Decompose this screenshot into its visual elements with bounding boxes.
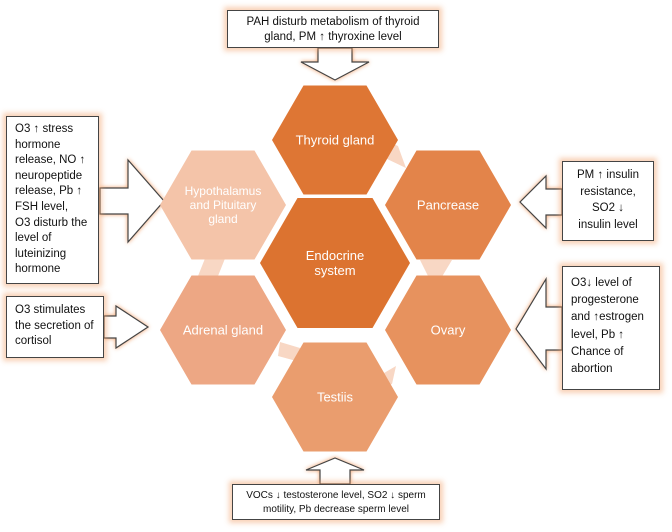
- testis-hexagon: Testiis: [272, 342, 398, 452]
- hypothalamus-effect-line-6: FSH level,: [15, 200, 69, 213]
- arrows-layer: [99, 47, 563, 485]
- hypothalamus-effect-line-1: O3 ↑ stress: [15, 123, 74, 135]
- ovary-effect-line-6: abortion: [571, 363, 613, 376]
- testis-hexagon-shape: [272, 342, 398, 452]
- hypothalamus-effect-line-8: level of: [15, 232, 52, 245]
- ovary-effect-line-3: and ↑estrogen: [571, 311, 644, 324]
- thyroid-hexagon-shape: [272, 85, 398, 195]
- arrow-hypothalamus: [99, 158, 165, 244]
- ovary-hexagon-shape: [385, 275, 511, 385]
- testis-effect-line-2: motility, Pb decrease sperm level: [263, 504, 409, 515]
- arrow-pancreas: [519, 174, 563, 230]
- ovary-effect-line-5: Chance of: [571, 345, 624, 358]
- adrenal-hexagon-shape: [160, 275, 286, 385]
- ovary-label-line-1: Ovary: [431, 323, 466, 338]
- adrenal-hexagon: Adrenal gland: [160, 275, 286, 385]
- arrow-testis: [305, 457, 365, 485]
- ovary-hexagon: Ovary: [385, 275, 511, 385]
- ovary-effect-line-2: progesterone: [571, 294, 639, 307]
- hypothalamus-label-line-2: and Pituitary: [190, 198, 257, 212]
- ovary-effect-line-1: O3↓ level of: [571, 277, 632, 289]
- connector-pancreas-ovary: [420, 260, 452, 280]
- pancreas-effect-line-2: resistance,: [580, 185, 636, 198]
- adrenal-effect-line-2: the secretion of: [15, 319, 94, 332]
- pancreas-effect-line-3: SO2 ↓: [592, 202, 624, 214]
- hypothalamus-effect-line-5: release, Pb ↑: [15, 185, 83, 198]
- hypothalamus-effect-line-9: luteinizing: [15, 247, 67, 260]
- hypothalamus-effect-line-2: hormone: [15, 138, 61, 151]
- hypothalamus-hexagon-shape: [160, 150, 286, 260]
- hypothalamus-effect-line-3: release, NO ↑: [15, 154, 86, 167]
- hypothalamus-effect-line-7: O3 disturb the: [15, 216, 88, 229]
- pancreas-hexagon-shape: [385, 150, 511, 260]
- thyroid-effect-line-2: gland, PM ↑ thyroxine level: [264, 31, 402, 43]
- pancreas-effect-line-4: insulin level: [578, 218, 638, 231]
- pancreas-hexagon: Pancrease: [385, 150, 511, 260]
- thyroid-effect-box: PAH disturb metabolism of thyroid gland,…: [227, 10, 439, 48]
- thyroid-effect-line-1: PAH disturb metabolism of thyroid: [246, 16, 420, 28]
- arrow-thyroid: [300, 47, 370, 81]
- center-label-line-1: Endocrine: [306, 248, 365, 263]
- pancreas-label-line-1: Pancrease: [417, 198, 479, 213]
- adrenal-effect-box: O3 stimulates the secretion of cortisol: [6, 296, 104, 358]
- adrenal-effect-line-1: O3 stimulates: [15, 304, 86, 316]
- connector-testis-adrenal: [278, 342, 300, 362]
- thyroid-label-line-1: Thyroid gland: [296, 133, 375, 148]
- ovary-effect-box: O3↓ level of progesterone and ↑estrogen …: [562, 266, 660, 390]
- connector-adrenal-hypothalamus: [198, 256, 226, 276]
- center-hexagon-shape: [260, 198, 410, 328]
- ovary-effect-line-4: level, Pb ↑: [571, 328, 625, 341]
- testis-effect-box: VOCs ↓ testosterone level, SO2 ↓ sperm m…: [232, 484, 440, 520]
- adrenal-effect-line-3: cortisol: [15, 335, 52, 348]
- thyroid-hexagon: Thyroid gland: [272, 85, 398, 195]
- testis-effect-line-1: VOCs ↓ testosterone level, SO2 ↓ sperm: [246, 490, 426, 501]
- hypothalamus-label-line-1: Hypothalamus: [185, 184, 262, 198]
- pancreas-effect-box: PM ↑ insulin resistance, SO2 ↓ insulin l…: [562, 161, 654, 241]
- adrenal-label-line-1: Adrenal gland: [183, 323, 263, 338]
- hypothalamus-effect-line-10: hormone: [15, 263, 61, 276]
- arrow-ovary: [515, 276, 563, 371]
- arrow-adrenal: [103, 304, 150, 350]
- testis-label-line-1: Testiis: [317, 390, 354, 405]
- hypothalamus-effect-line-4: neuropeptide: [15, 169, 83, 182]
- hypothalamus-label-line-3: gland: [208, 212, 237, 226]
- center-label-line-2: system: [314, 263, 355, 278]
- hypothalamus-effect-box: O3 ↑ stress hormone release, NO ↑ neurop…: [6, 116, 99, 284]
- pancreas-effect-line-1: PM ↑ insulin: [577, 169, 639, 181]
